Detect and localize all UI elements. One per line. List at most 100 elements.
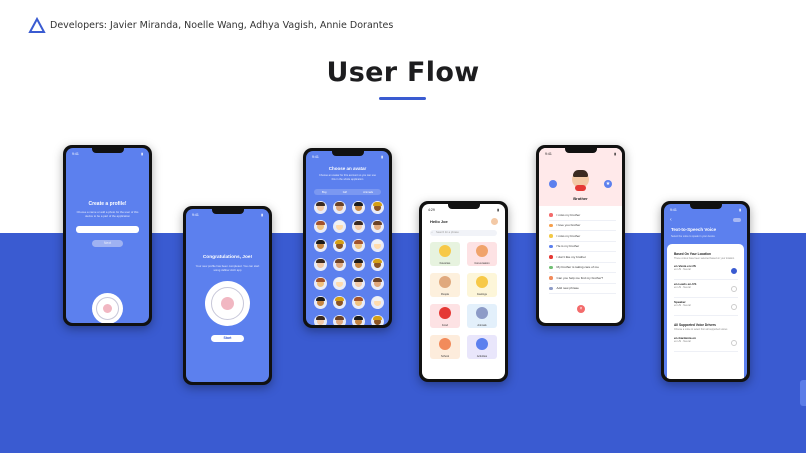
avatar-option[interactable] [314,201,327,214]
avatar-option[interactable] [371,277,384,290]
next-button[interactable]: Next [92,240,123,247]
avatar-hair-icon [373,278,382,282]
category-tile[interactable]: School [430,335,460,359]
avatar-option[interactable] [333,220,346,233]
avatar-face-icon [374,280,381,287]
avatar-face-icon [336,223,343,230]
avatar-face-icon [355,318,362,325]
avatar-hair-icon [354,259,363,263]
phrase-item[interactable]: My brother is taking care of me [549,263,616,273]
avatar-option[interactable] [314,220,327,233]
avatar-hair-icon [335,259,344,263]
voice-row[interactable]: en-Vasta en-US en-US · Neural [674,264,738,280]
avatar-option[interactable] [371,220,384,233]
profile-heading: Create a profile! [88,201,127,207]
category-tile[interactable]: Feelings [467,273,497,297]
category-label: People [440,293,450,296]
phrase-item[interactable]: I miss my brother [549,210,616,221]
phrase-icon [549,255,553,259]
category-tile[interactable]: Activities [467,335,497,359]
back-chevron-icon[interactable]: ‹ [670,217,672,223]
avatar-option[interactable] [333,201,346,214]
avatar-hair-icon [373,221,382,225]
avatar-option[interactable] [371,201,384,214]
avatar-face-icon [355,280,362,287]
avatar-option[interactable] [333,315,346,325]
radio-button[interactable] [731,286,737,292]
avatar-option[interactable] [333,277,346,290]
avatar-option[interactable] [314,239,327,252]
avatar-face-icon [336,242,343,249]
name-input[interactable] [76,226,139,233]
avatar-option[interactable] [352,239,365,252]
avatar-face-icon [355,242,362,249]
avatar-option[interactable] [333,239,346,252]
avatar-option[interactable] [333,296,346,309]
profile-body: Choose a name or add a photo for the use… [76,210,139,218]
phone-tts-voice: 9:41▮ ‹ Text-to-Speech Voice Select the … [661,201,750,382]
status-time: 4:29 [428,208,435,212]
phrase-icon [549,223,553,227]
category-icon [439,338,451,350]
category-tile[interactable]: Food [430,304,460,328]
avatar-option[interactable] [352,315,365,325]
phrase-icon [549,265,553,269]
voice-row[interactable]: Speaker en-US · Neural [674,300,738,316]
phone-notch [447,204,480,209]
avatar-option[interactable] [352,296,365,309]
phrase-item[interactable]: Add new phrase [549,284,616,294]
settings-toggle[interactable] [733,218,741,222]
phrase-item[interactable]: I don't like my brother [549,252,616,263]
voice-row[interactable]: en-Lewis en-US en-US · Neural [674,282,738,298]
avatar-option[interactable] [333,258,346,271]
phrase-item[interactable]: I miss my brother [549,231,616,242]
avatar-hair-icon [316,316,325,320]
avatar-option[interactable] [371,258,384,271]
avatar-option[interactable] [314,258,327,271]
close-button[interactable]: × [577,305,585,313]
phrase-label: Add new phrase [556,286,579,291]
radio-selected[interactable] [731,268,737,274]
status-bar: 9:41▮ [545,152,616,156]
category-tile[interactable]: Conversation [467,242,497,266]
avatar-option[interactable] [352,277,365,290]
tab-boy[interactable]: Boy [321,190,327,194]
avatar-option[interactable] [352,258,365,271]
profile-avatar[interactable] [491,218,498,225]
category-icon [476,338,488,350]
favorite-star-icon[interactable]: ★ [604,180,612,188]
voice-row[interactable]: en-Gardenia en en-US · Neural [674,336,738,352]
radio-button[interactable] [731,304,737,310]
avatar-option[interactable] [371,239,384,252]
tab-animals[interactable]: Animals [363,190,374,194]
phrase-item[interactable]: He is my brother [549,242,616,252]
avatar-hair-icon [373,259,382,263]
back-button[interactable] [549,180,557,188]
phrase-item[interactable]: I love you brother [549,221,616,231]
avatar-face-icon [355,261,362,268]
phrase-search-input[interactable]: ⌕ Search for a phrase [430,230,497,236]
avatar-option[interactable] [314,315,327,325]
battery-icon: ▮ [497,208,499,212]
brother-avatar [572,170,589,191]
category-tile[interactable]: Favorites [430,242,460,266]
category-tile[interactable]: People [430,273,460,297]
scroll-handle[interactable] [800,380,806,406]
tab-girl[interactable]: Girl [342,190,348,194]
start-button[interactable]: Start [211,335,244,342]
avatar-option[interactable] [352,220,365,233]
category-icon [476,307,488,319]
voice-desc: en-US · Neural [674,304,691,307]
phrase-item[interactable]: Can you help me find my brother? [549,273,616,284]
category-tile[interactable]: Animals [467,304,497,328]
avatar-face-icon [374,242,381,249]
avatar-option[interactable] [371,296,384,309]
avatar-option[interactable] [371,315,384,325]
avatar-hair-icon [354,297,363,301]
avatar-hair-icon [316,278,325,282]
avatar-option[interactable] [352,201,365,214]
radio-button[interactable] [731,340,737,346]
avatar-option[interactable] [314,296,327,309]
avatar-option[interactable] [314,277,327,290]
